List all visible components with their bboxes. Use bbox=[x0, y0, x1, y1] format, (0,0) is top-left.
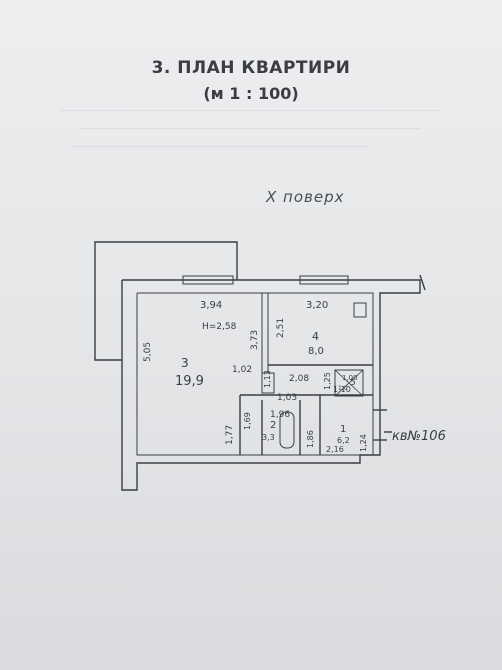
room-3-number: 3 bbox=[181, 356, 189, 370]
document-title: 3. ПЛАН КВАРТИРИ bbox=[151, 58, 351, 78]
dim-125: 1,25 bbox=[323, 372, 332, 390]
room-5-area: 1,0 bbox=[338, 385, 348, 392]
dim-505: 5,05 bbox=[143, 342, 153, 362]
room-5-number: 5 bbox=[350, 378, 356, 388]
dim-208: 2,08 bbox=[289, 374, 309, 384]
sink-fixture bbox=[353, 302, 367, 318]
toilet-fixture bbox=[267, 445, 273, 451]
dim-373: 3,73 bbox=[250, 330, 260, 350]
duct-shaft bbox=[261, 372, 275, 394]
faded-text-line bbox=[70, 146, 370, 147]
dim-320: 3,20 bbox=[306, 300, 328, 311]
closet-hatch bbox=[334, 369, 364, 397]
dim-196: 1,96 bbox=[270, 410, 290, 420]
dim-186: 1,86 bbox=[306, 430, 315, 448]
dim-110: 1,10 bbox=[333, 385, 351, 394]
floor-label: X поверх bbox=[266, 188, 345, 206]
room-1-area: 6,2 bbox=[337, 436, 350, 445]
scale-label: (м 1 : 100) bbox=[203, 84, 299, 103]
partition-wall bbox=[261, 292, 269, 374]
dim-100: 1,00 bbox=[342, 374, 358, 382]
room-4-number: 4 bbox=[312, 330, 319, 343]
room-2-area: 3,3 bbox=[262, 433, 275, 442]
wall-break-mark bbox=[419, 274, 426, 291]
dim-113: 1,13 bbox=[263, 370, 272, 388]
dim-124: 1,24 bbox=[359, 434, 368, 452]
faded-text-line bbox=[60, 110, 440, 111]
balcony-outline bbox=[94, 241, 238, 361]
inner-wall bbox=[136, 292, 374, 456]
ceiling-height: H=2,58 bbox=[202, 322, 237, 332]
dim-103: 1,03 bbox=[277, 393, 297, 403]
dim-216: 2,16 bbox=[326, 445, 344, 454]
dim-394: 3,94 bbox=[200, 300, 222, 311]
room-2-number: 2 bbox=[270, 420, 276, 431]
room-1-number: 1 bbox=[340, 424, 346, 435]
apartment-label: кв№106 bbox=[392, 429, 446, 444]
closet-room-5 bbox=[334, 369, 364, 397]
dim-102: 1,02 bbox=[232, 365, 252, 375]
room-4-area: 8,0 bbox=[308, 346, 324, 357]
bathtub-fixture bbox=[279, 411, 295, 449]
dim-169: 1,69 bbox=[243, 412, 252, 430]
dim-251: 2,51 bbox=[276, 318, 286, 338]
dim-177: 1,77 bbox=[225, 425, 235, 445]
faded-text-line bbox=[80, 128, 420, 129]
room-3-area: 19,9 bbox=[175, 374, 204, 389]
